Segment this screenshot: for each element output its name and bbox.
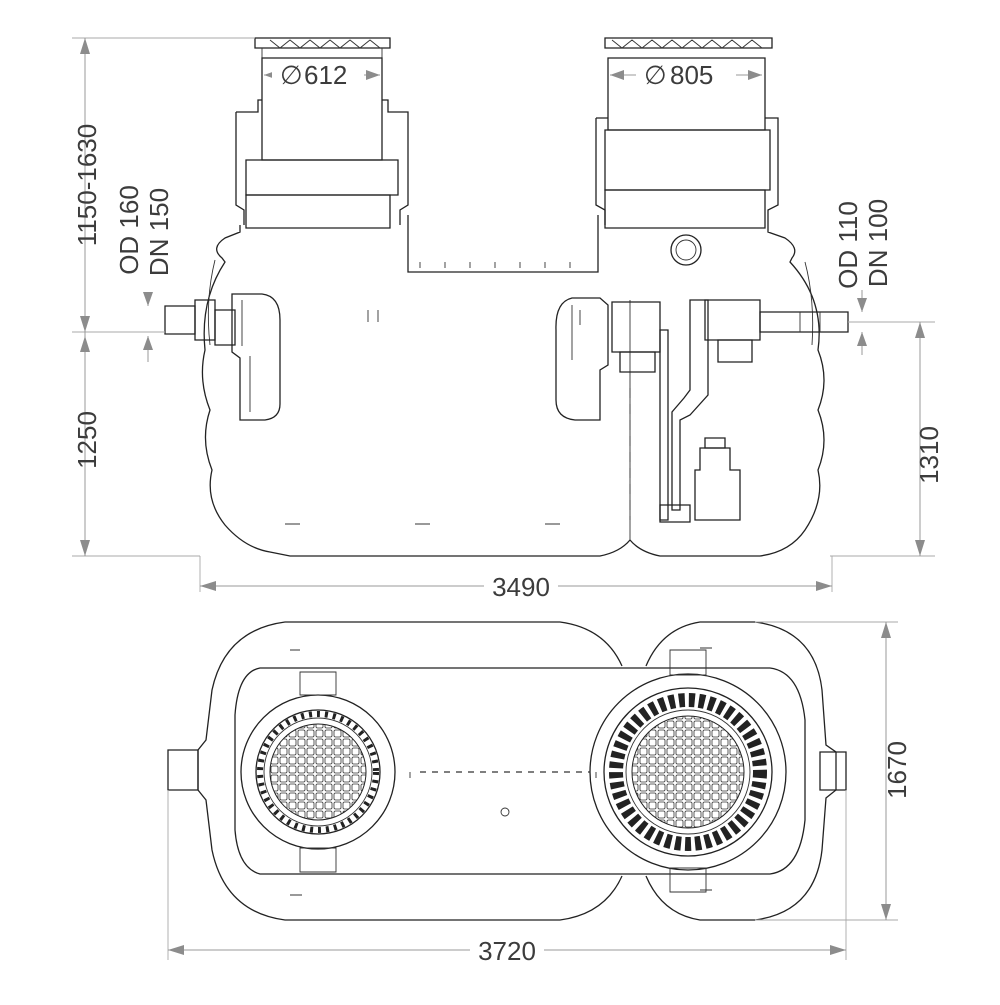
top-center-band	[234, 667, 806, 875]
top-inlet-stub	[167, 749, 199, 791]
width-top-label: 1670	[882, 741, 912, 799]
inlet-od-label: OD 160	[114, 185, 144, 275]
tank-rib-right	[804, 261, 814, 346]
outlet-od-label: OD 110	[833, 201, 863, 289]
left-diameter-bg	[272, 60, 364, 90]
tank-top-channel	[407, 215, 599, 273]
outlet-dn-label: DN 100	[863, 199, 893, 287]
dimension-lines	[72, 37, 935, 960]
length-top-bg	[470, 936, 544, 964]
left-manhole-cover	[240, 671, 396, 873]
length-side-bg	[484, 572, 558, 600]
top-right-tank-outline	[645, 621, 837, 921]
right-diameter-symbol: ∅	[644, 60, 667, 90]
left-shaft	[235, 37, 409, 229]
right-diameter-label: 805	[670, 60, 713, 90]
height-upper-label: 1150-1630	[72, 124, 102, 246]
tank-rib-left	[207, 259, 216, 346]
right-manhole-cover	[589, 649, 787, 893]
right-shaft	[595, 37, 779, 266]
pump-assembly	[611, 299, 849, 523]
right-diameter-bg	[636, 60, 736, 90]
inlet-assembly	[164, 293, 281, 421]
labels: ∅ 612 ∅ 805 1150-1630 1250 OD 160 DN 150…	[72, 60, 944, 966]
length-side-label: 3490	[492, 572, 550, 602]
left-diameter-label: 612	[304, 60, 347, 90]
inlet-dn-label: DN 150	[144, 188, 174, 276]
top-view	[167, 621, 847, 921]
tank-body-outline	[201, 225, 825, 557]
outlet-height-label: 1310	[914, 426, 944, 484]
side-view	[164, 37, 849, 557]
baffle-right	[555, 297, 631, 520]
length-top-label: 3720	[478, 936, 536, 966]
left-diameter-symbol: ∅	[280, 60, 303, 90]
top-outlet-stub	[819, 751, 847, 791]
top-left-tank-outline	[197, 621, 623, 921]
height-lower-label: 1250	[72, 411, 102, 469]
